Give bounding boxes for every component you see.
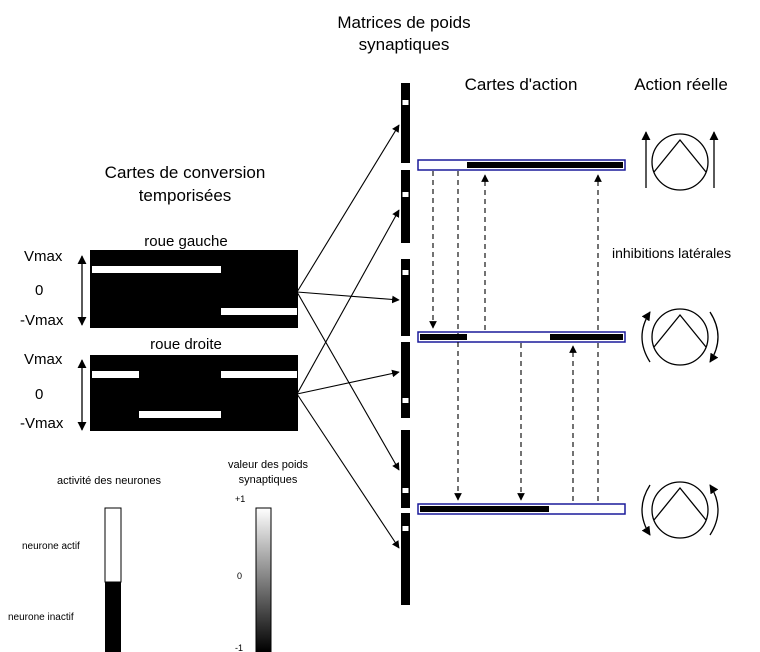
rotate-left-icon <box>641 308 719 366</box>
lateral-inhibitions-label: inhibitions latérales <box>612 245 731 261</box>
right-wheel-map <box>90 355 298 431</box>
weight-matrices-title-line2: synaptiques <box>359 35 450 54</box>
right-wheel-active-segment <box>92 371 139 378</box>
neuron-activity-inactive-swatch <box>105 582 121 652</box>
rotate-right-icon <box>641 481 719 539</box>
left-vmax-label: Vmax <box>24 248 63 265</box>
weight-matrix-5 <box>401 430 410 508</box>
weight-minus-one-label: -1 <box>235 643 243 652</box>
active-neuron-label: neurone actif <box>22 541 80 552</box>
right-vmax-label: Vmax <box>24 351 63 368</box>
weight-matrix-2 <box>401 170 410 243</box>
neuron-activity-active-swatch <box>104 507 122 583</box>
action-map-rotate-right <box>417 503 626 515</box>
weight-matrix-1 <box>401 83 410 163</box>
left-wheel-label: roue gauche <box>144 233 227 250</box>
lateral-inhibition-arrows <box>429 171 602 501</box>
action-maps-title: Cartes d'action <box>465 75 578 94</box>
real-action-title: Action réelle <box>634 75 728 94</box>
right-zero-label: 0 <box>35 386 43 403</box>
inactive-neuron-label: neurone inactif <box>8 612 74 623</box>
weight-value-gradient <box>255 507 272 652</box>
right-wheel-label: roue droite <box>150 336 222 353</box>
action-map-forward <box>417 159 626 171</box>
right-wheel-active-segment <box>221 371 297 378</box>
weight-value-label-line2: synaptiques <box>239 474 298 486</box>
left-wheel-active-segment <box>221 308 297 315</box>
neuron-activity-label: activité des neurones <box>57 475 161 487</box>
weight-value-label-line1: valeur des poids <box>228 459 309 471</box>
action-map-rotate-left <box>417 331 626 343</box>
left-neg-vmax-label: -Vmax <box>20 312 64 329</box>
right-wheel-active-segment <box>139 411 221 418</box>
weight-plus-one-label: +1 <box>235 494 245 504</box>
conversion-maps-title-line2: temporisées <box>139 186 232 205</box>
left-wheel-active-segment <box>92 266 221 273</box>
connections <box>296 124 400 549</box>
weight-matrix-6 <box>401 513 410 605</box>
weight-matrix-3 <box>401 259 410 336</box>
left-wheel-map <box>90 250 298 328</box>
left-zero-label: 0 <box>35 282 43 299</box>
weight-zero-label: 0 <box>237 571 242 581</box>
forward-rotation-icon <box>641 131 719 191</box>
conversion-maps-title-line1: Cartes de conversion <box>105 163 266 182</box>
weight-matrix-4 <box>401 342 410 418</box>
right-neg-vmax-label: -Vmax <box>20 415 64 432</box>
weight-matrices-title-line1: Matrices de poids <box>337 13 470 32</box>
